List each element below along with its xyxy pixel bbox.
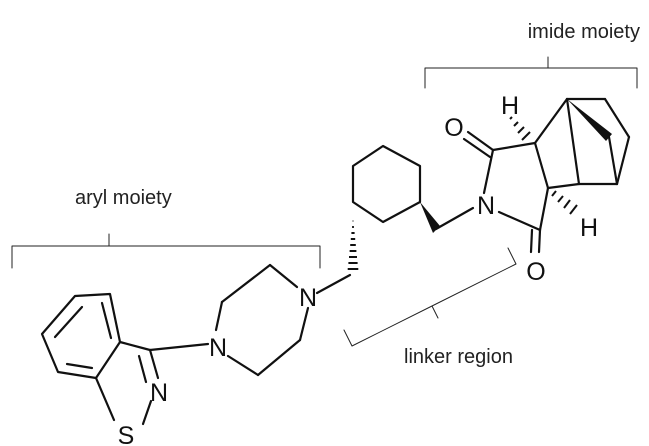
h-bottom-hashed-wedge bbox=[551, 190, 578, 215]
piperazine-nitrogen-right-label: N bbox=[299, 284, 317, 312]
hydrogen-top-label: H bbox=[501, 92, 519, 120]
norbornane-cage bbox=[533, 97, 631, 190]
linker-region-label: linker region bbox=[404, 346, 513, 368]
benzisothiazole-group bbox=[40, 292, 210, 426]
hydrogen-bottom-label: H bbox=[580, 214, 598, 242]
aryl-moiety-label: aryl moiety bbox=[75, 187, 172, 209]
piperazine-ring bbox=[214, 263, 352, 377]
isothiazole-nitrogen-label: N bbox=[150, 379, 168, 407]
imide-nitrogen-label: N bbox=[477, 192, 495, 220]
linker-brace bbox=[343, 247, 517, 347]
oxygen-bottom-label: O bbox=[526, 258, 545, 286]
imide-moiety-label: imide moiety bbox=[528, 21, 640, 43]
aryl-brace bbox=[11, 233, 321, 269]
imide-brace bbox=[424, 56, 638, 89]
solid-wedge-cyclohexane bbox=[420, 202, 440, 233]
cyclohexane-ring bbox=[351, 144, 422, 224]
piperazine-nitrogen-left-label: N bbox=[209, 334, 227, 362]
oxygen-top-label: O bbox=[444, 114, 463, 142]
h-top-hashed-wedge bbox=[509, 116, 531, 141]
hashed-wedge-cyclohexane bbox=[347, 220, 359, 270]
succinimide-ring bbox=[462, 130, 550, 254]
sulfur-label: S bbox=[118, 422, 135, 446]
